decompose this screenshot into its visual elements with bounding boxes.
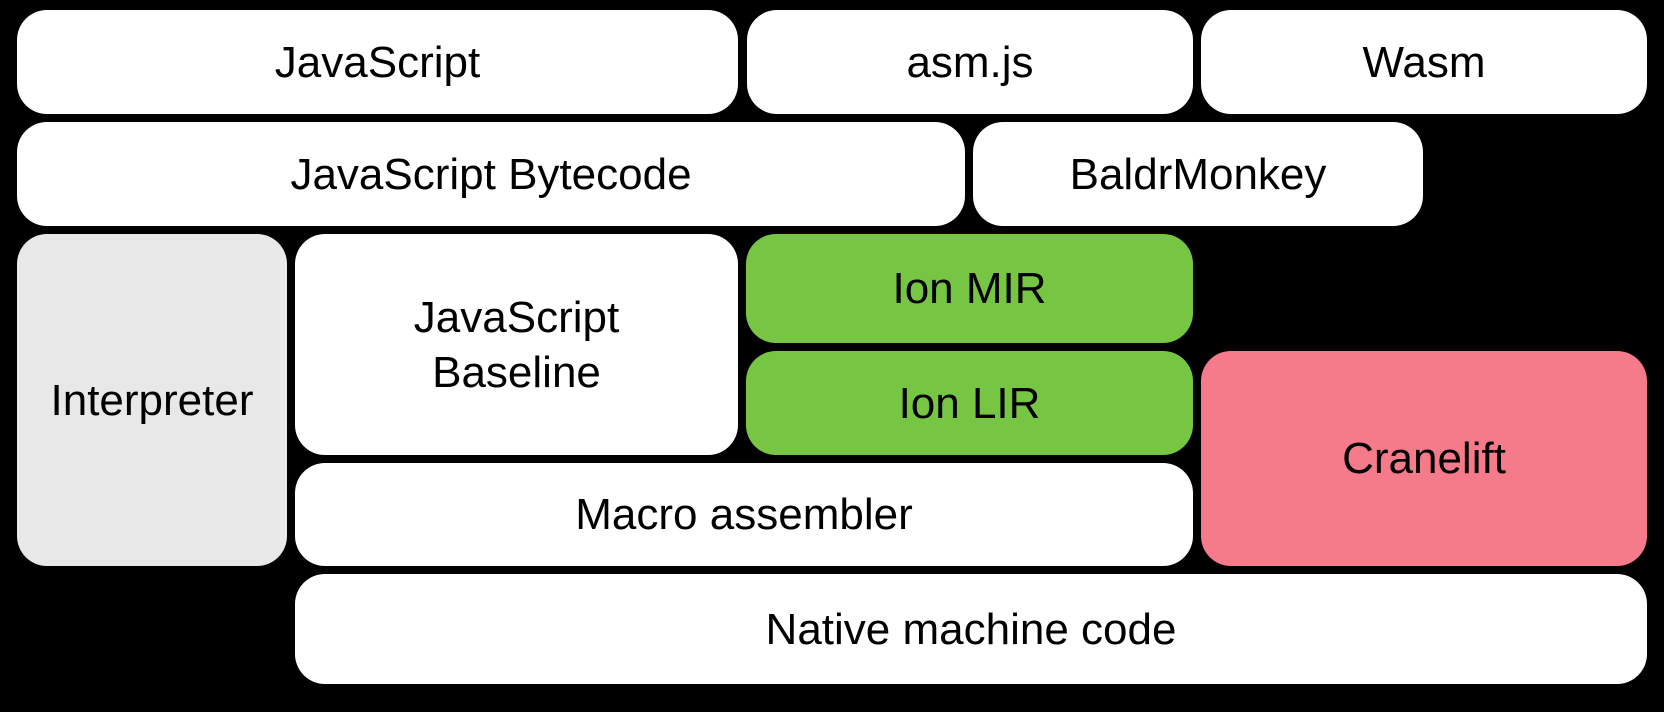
box-javascript-baseline: JavaScript Baseline (295, 234, 738, 455)
box-baldrmonkey-label: BaldrMonkey (1069, 149, 1327, 199)
box-ion-mir: Ion MIR (746, 234, 1193, 343)
box-javascript-label: JavaScript (274, 37, 481, 87)
box-asm-js-label: asm.js (906, 37, 1034, 87)
box-baldrmonkey: BaldrMonkey (973, 122, 1423, 226)
box-javascript-bytecode: JavaScript Bytecode (17, 122, 965, 226)
box-javascript-bytecode-label: JavaScript Bytecode (290, 149, 692, 199)
box-cranelift: Cranelift (1201, 351, 1647, 566)
box-cranelift-label: Cranelift (1342, 434, 1506, 483)
box-interpreter: Interpreter (17, 234, 287, 566)
box-javascript-baseline-label: JavaScript Baseline (413, 292, 620, 397)
box-asm-js: asm.js (747, 10, 1193, 114)
box-interpreter-label: Interpreter (50, 375, 254, 425)
box-native-machine-code-label: Native machine code (765, 604, 1177, 654)
box-native-machine-code: Native machine code (295, 574, 1647, 684)
box-wasm: Wasm (1201, 10, 1647, 114)
box-ion-mir-label: Ion MIR (892, 264, 1047, 313)
box-macro-assembler-label: Macro assembler (575, 490, 913, 539)
box-wasm-label: Wasm (1362, 37, 1486, 87)
box-ion-lir: Ion LIR (746, 351, 1193, 455)
box-macro-assembler: Macro assembler (295, 463, 1193, 566)
box-javascript: JavaScript (17, 10, 738, 114)
box-ion-lir-label: Ion LIR (898, 378, 1041, 428)
